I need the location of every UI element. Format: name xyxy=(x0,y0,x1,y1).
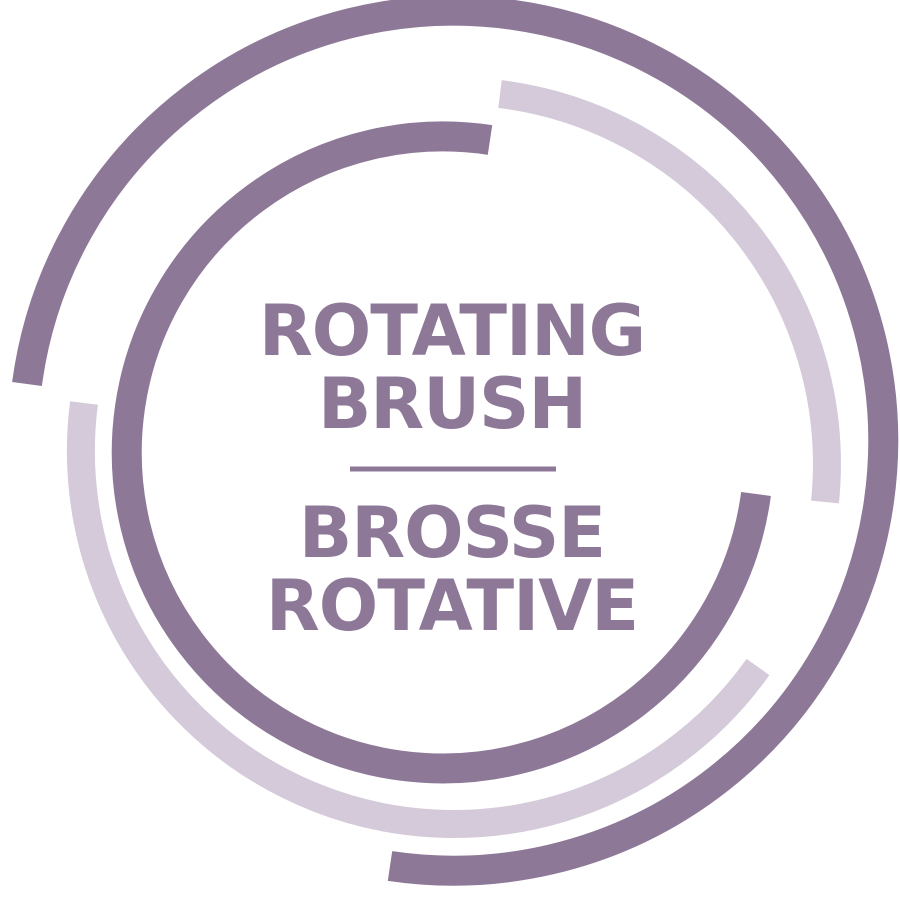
middle-light-arc-top xyxy=(498,80,841,504)
label-brosse: BROSSE xyxy=(299,492,605,574)
label-brush: BRUSH xyxy=(318,363,586,445)
label-rotative: ROTATIVE xyxy=(266,565,638,647)
middle-light-arc-bottom xyxy=(66,401,770,838)
outer-dark-arc xyxy=(12,0,899,886)
label-rotating: ROTATING xyxy=(259,290,645,372)
inner-dark-arc xyxy=(111,121,771,784)
